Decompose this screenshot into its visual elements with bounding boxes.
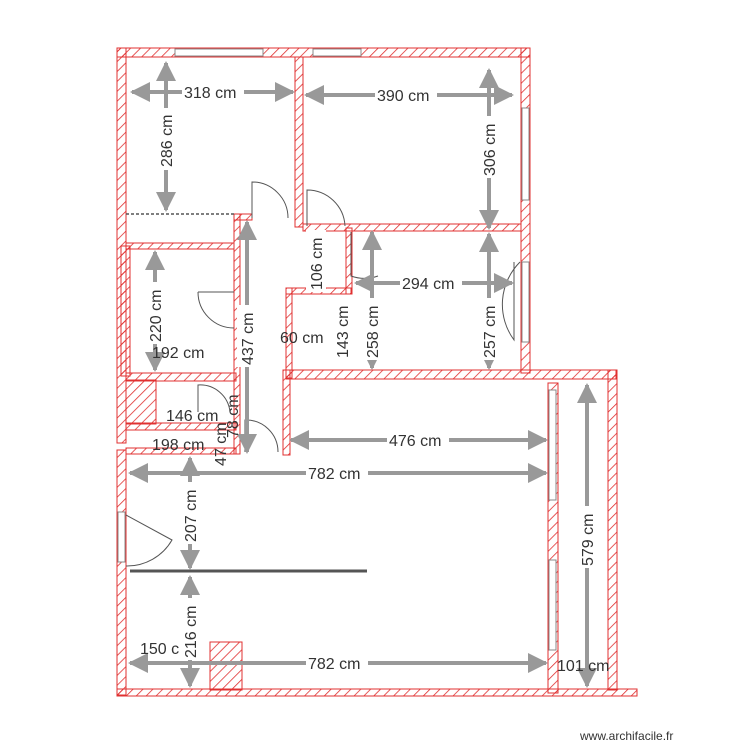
wall-bottom (116, 688, 638, 697)
dim-label-306: 306 cm (482, 124, 499, 176)
interior-lines (126, 213, 367, 573)
dim-label-216: 216 cm (183, 606, 200, 658)
window-right-2 (521, 261, 530, 343)
window-top-2 (312, 48, 362, 57)
dim-label-78: 78 cm (225, 394, 242, 438)
window-living-2 (548, 559, 557, 651)
dim-label-192: 192 cm (152, 345, 204, 362)
dim-label-437: 437 cm (240, 313, 257, 365)
dim-label-318: 318 cm (184, 85, 236, 102)
dim-label-106: 106 cm (309, 238, 326, 290)
dim-label-257: 257 cm (482, 306, 499, 358)
door-bedroom-2 (306, 189, 346, 227)
dim-label-60: 60 cm (280, 330, 324, 347)
window-right-1 (521, 107, 530, 201)
wall-left-lower (116, 449, 127, 696)
wall-small-room-2 (125, 447, 237, 455)
window-living-1 (548, 389, 557, 501)
wall-closet (345, 227, 353, 295)
window-top-1 (174, 48, 264, 57)
dim-label-143: 143 cm (335, 306, 352, 358)
wall-bedrooms-divider (294, 56, 304, 228)
door-wc (197, 384, 231, 413)
dim-label-782-top: 782 cm (308, 466, 360, 483)
dim-label-782-bottom: 782 cm (308, 656, 360, 673)
dim-label-286: 286 cm (159, 115, 176, 167)
dim-label-390: 390 cm (377, 88, 429, 105)
door-bath (197, 291, 235, 329)
wall-bath-left (120, 245, 131, 377)
wall-right-living (607, 369, 618, 691)
dim-label-198: 198 cm (152, 437, 204, 454)
dim-label-258: 258 cm (365, 306, 382, 358)
wall-chimney (209, 641, 243, 691)
wall-corridor-right (282, 369, 291, 456)
wall-closet-2 (125, 379, 157, 425)
dim-label-579: 579 cm (580, 514, 597, 566)
dim-label-146: 146 cm (166, 408, 218, 425)
wall-corridor-top (233, 213, 253, 221)
door-entrance (125, 514, 173, 567)
dim-label-207: 207 cm (183, 490, 200, 542)
wall-small-room-1 (125, 422, 237, 431)
dim-label-150: 150 cm (140, 641, 192, 658)
dim-label-476: 476 cm (389, 433, 441, 450)
dim-label-294: 294 cm (402, 276, 454, 293)
wall-mid-right (302, 223, 522, 232)
windows (117, 48, 557, 651)
watermark-text: www.archifacile.fr (579, 729, 673, 743)
door-corridor (244, 419, 279, 453)
wall-living-inner (547, 382, 559, 694)
dim-label-101: 101 cm (557, 658, 609, 675)
wall-left-rooms-bottom (125, 372, 237, 382)
door-right (501, 261, 521, 342)
dim-label-220: 220 cm (148, 290, 165, 342)
window-left-1 (117, 511, 126, 563)
dim-label-47: 47 cm (213, 422, 230, 466)
wall-mid-left (125, 242, 235, 250)
door-bedroom-1 (251, 181, 289, 219)
dimension-labels: 318 cm 390 cm 286 cm 306 cm 106 cm 294 c… (140, 82, 609, 675)
wall-living-top (285, 369, 617, 380)
